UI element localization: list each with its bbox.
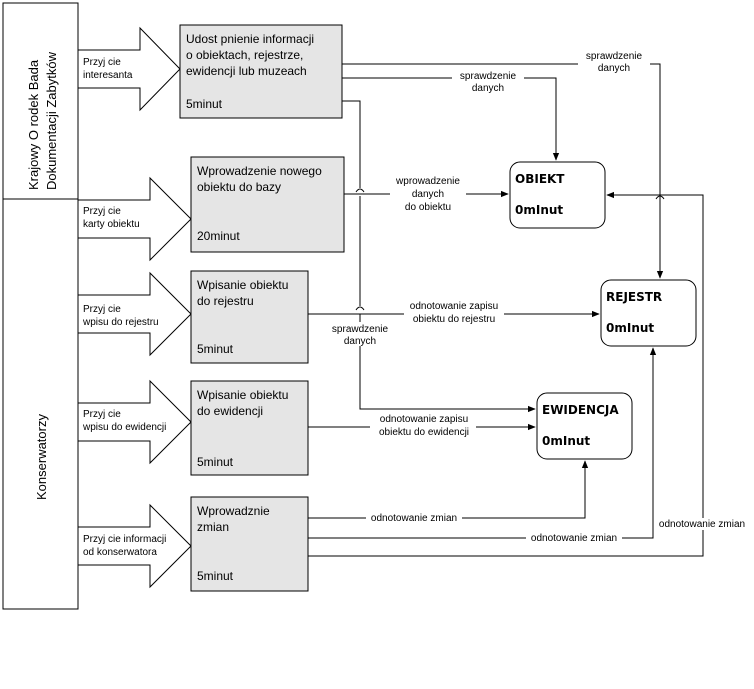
flow-label-insert-b: danych: [412, 189, 444, 200]
flow-label-insert-c: do obiektu: [405, 202, 451, 213]
store-ewidencja-time: 0mInut: [542, 434, 590, 448]
process-1-time: 5minut: [186, 97, 223, 111]
flow-change-rejestr: [308, 347, 657, 539]
crossing-hop-1: [355, 188, 365, 193]
store-ewidencja: [536, 392, 633, 460]
input-label-2b: karty obiektu: [83, 219, 140, 230]
process-3-line-1: Wpisanie obiektu: [197, 278, 288, 292]
flow-label-check1-b: danych: [598, 63, 630, 74]
lane-top-label-1: Krajowy O rodek Bada: [26, 59, 41, 190]
flow-label-logewid-a: odnotowanie zapisu: [380, 414, 468, 425]
flow-change-obiekt: [308, 191, 704, 557]
input-arrow-5: [77, 503, 192, 589]
process-box-4: [190, 380, 309, 476]
crossing-hop-3: [655, 195, 665, 200]
flow-check-obiekt: [342, 77, 560, 161]
process-1-line-1: Udost pnienie informacji: [186, 32, 314, 46]
process-1-line-2: o obiektach, rejestrze,: [186, 48, 303, 62]
input-label-4b: wpisu do ewidencji: [82, 422, 166, 433]
store-ewidencja-title: EWIDENCJA: [542, 403, 619, 417]
process-box-3: [190, 270, 309, 364]
input-arrow-1: [77, 26, 181, 112]
store-obiekt: [509, 161, 606, 229]
process-3-line-2: do rejestru: [197, 294, 254, 308]
flow-label-chg3: odnotowanie zmian: [659, 519, 745, 530]
process-5-time: 5minut: [197, 569, 234, 583]
input-label-5b: od konserwatora: [83, 547, 157, 558]
process-1-line-3: ewidencji lub muzeach: [186, 64, 307, 78]
store-rejestr-title: REJESTR: [606, 290, 662, 304]
flow-label-check3-a: sprawdzenie: [332, 324, 389, 335]
store-rejestr: [600, 279, 697, 347]
flow-label-check3-b: danych: [344, 336, 376, 347]
crossing-hop-2: [355, 306, 365, 311]
process-3-time: 5minut: [197, 342, 234, 356]
process-2-line-1: Wprowadzenie nowego: [197, 164, 322, 178]
flow-label-logewid-b: obiektu do ewidencji: [379, 427, 469, 438]
input-label-1a: Przyj cie: [83, 57, 121, 68]
flow-label-chg2: odnotowanie zmian: [531, 533, 617, 544]
process-4-time: 5minut: [197, 455, 234, 469]
flow-label-chg1: odnotowanie zmian: [371, 513, 457, 524]
store-obiekt-title: OBIEKT: [515, 172, 565, 186]
process-4-line-2: do ewidencji: [197, 404, 263, 418]
input-label-5a: Przyj cie informacji: [83, 534, 166, 545]
input-label-3b: wpisu do rejestru: [82, 317, 159, 328]
store-rejestr-time: 0mInut: [606, 321, 654, 335]
flow-label-check2-a: sprawdzenie: [460, 71, 517, 82]
lane-top-label-2: Dokumentacji Zabytków: [44, 51, 59, 190]
input-arrow-4: [77, 379, 192, 465]
process-2-time: 20minut: [197, 229, 240, 243]
process-4-line-1: Wpisanie obiektu: [197, 388, 288, 402]
input-label-2a: Przyj cie: [83, 206, 121, 217]
flow-check-rejestr: [342, 63, 664, 279]
flow-label-check1-a: sprawdzenie: [586, 51, 643, 62]
process-2-line-2: obiektu do bazy: [197, 180, 281, 194]
input-label-4a: Przyj cie: [83, 409, 121, 420]
process-box-1: [179, 24, 343, 119]
flow-label-logreg-a: odnotowanie zapisu: [410, 301, 498, 312]
input-arrow-3: [77, 271, 192, 357]
process-box-5: [190, 496, 309, 592]
flow-label-insert-a: wprowadzenie: [395, 176, 460, 187]
lane-bottom-label: Konserwatorzy: [34, 414, 49, 500]
input-label-1b: interesanta: [83, 70, 133, 81]
flow-check-ewidencja: [342, 100, 535, 409]
process-5-line-2: zmian: [197, 520, 229, 534]
flow-label-check2-b: danych: [472, 83, 504, 94]
flow-label-logreg-b: obiektu do rejestru: [413, 314, 495, 325]
process-5-line-1: Wprowadznie: [197, 504, 270, 518]
input-label-3a: Przyj cie: [83, 304, 121, 315]
input-arrow-2: [77, 176, 192, 262]
process-box-2: [190, 156, 345, 253]
store-obiekt-time: 0mInut: [515, 203, 563, 217]
flow-change-ewidencja: [308, 460, 589, 519]
